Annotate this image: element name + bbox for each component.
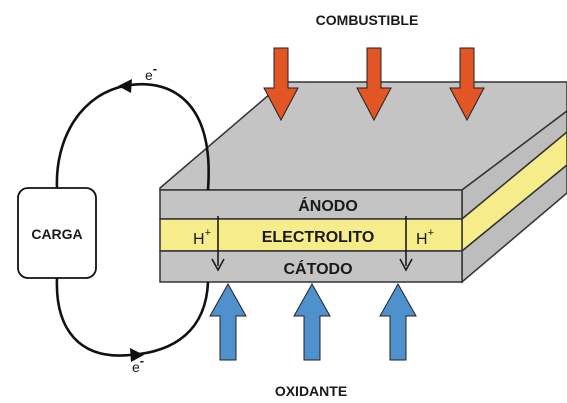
oxidant-arrows — [209, 282, 417, 361]
proton-charge-right: + — [428, 227, 434, 239]
electron-label-top: e- — [145, 61, 157, 83]
electrolyte-label: ELECTROLITO — [262, 229, 375, 246]
proton-arrow-right — [399, 216, 413, 272]
cathode-label: CÁTODO — [283, 259, 352, 278]
electrolyte-layer — [159, 218, 463, 252]
fuel-arrow-1 — [263, 47, 299, 122]
oxidant-arrow-2 — [293, 282, 331, 361]
anode-layer — [159, 189, 463, 220]
load-label: CARGA — [31, 226, 82, 242]
oxidant-label: OXIDANTE — [275, 383, 347, 399]
load-box — [17, 187, 97, 279]
anode-label: ÁNODO — [298, 196, 358, 215]
proton-arrow-left — [211, 216, 225, 272]
electron-arrow-upper — [118, 79, 132, 93]
electron-label-bottom: e- — [132, 353, 144, 375]
fuel-arrows — [263, 47, 485, 122]
electron-arrow-lower — [130, 348, 144, 362]
proton-charge-left: + — [205, 227, 211, 239]
fuel-arrow-3 — [449, 47, 485, 122]
fuel-label: COMBUSTIBLE — [316, 12, 419, 28]
cathode-layer — [159, 250, 463, 283]
proton-base-left: H — [193, 231, 205, 248]
oxidant-arrow-3 — [379, 282, 417, 361]
electron-charge-bottom: - — [140, 353, 144, 368]
proton-base-right: H — [416, 231, 428, 248]
electron-base-bottom: e — [132, 359, 140, 375]
electron-base-top: e — [145, 67, 153, 83]
proton-label-right: H+ — [416, 227, 434, 248]
fuel-arrow-2 — [356, 47, 392, 122]
oxidant-arrow-1 — [209, 282, 247, 361]
electron-charge-top: - — [153, 61, 157, 76]
proton-label-left: H+ — [193, 227, 211, 248]
circuit-wire-lower — [55, 277, 210, 357]
